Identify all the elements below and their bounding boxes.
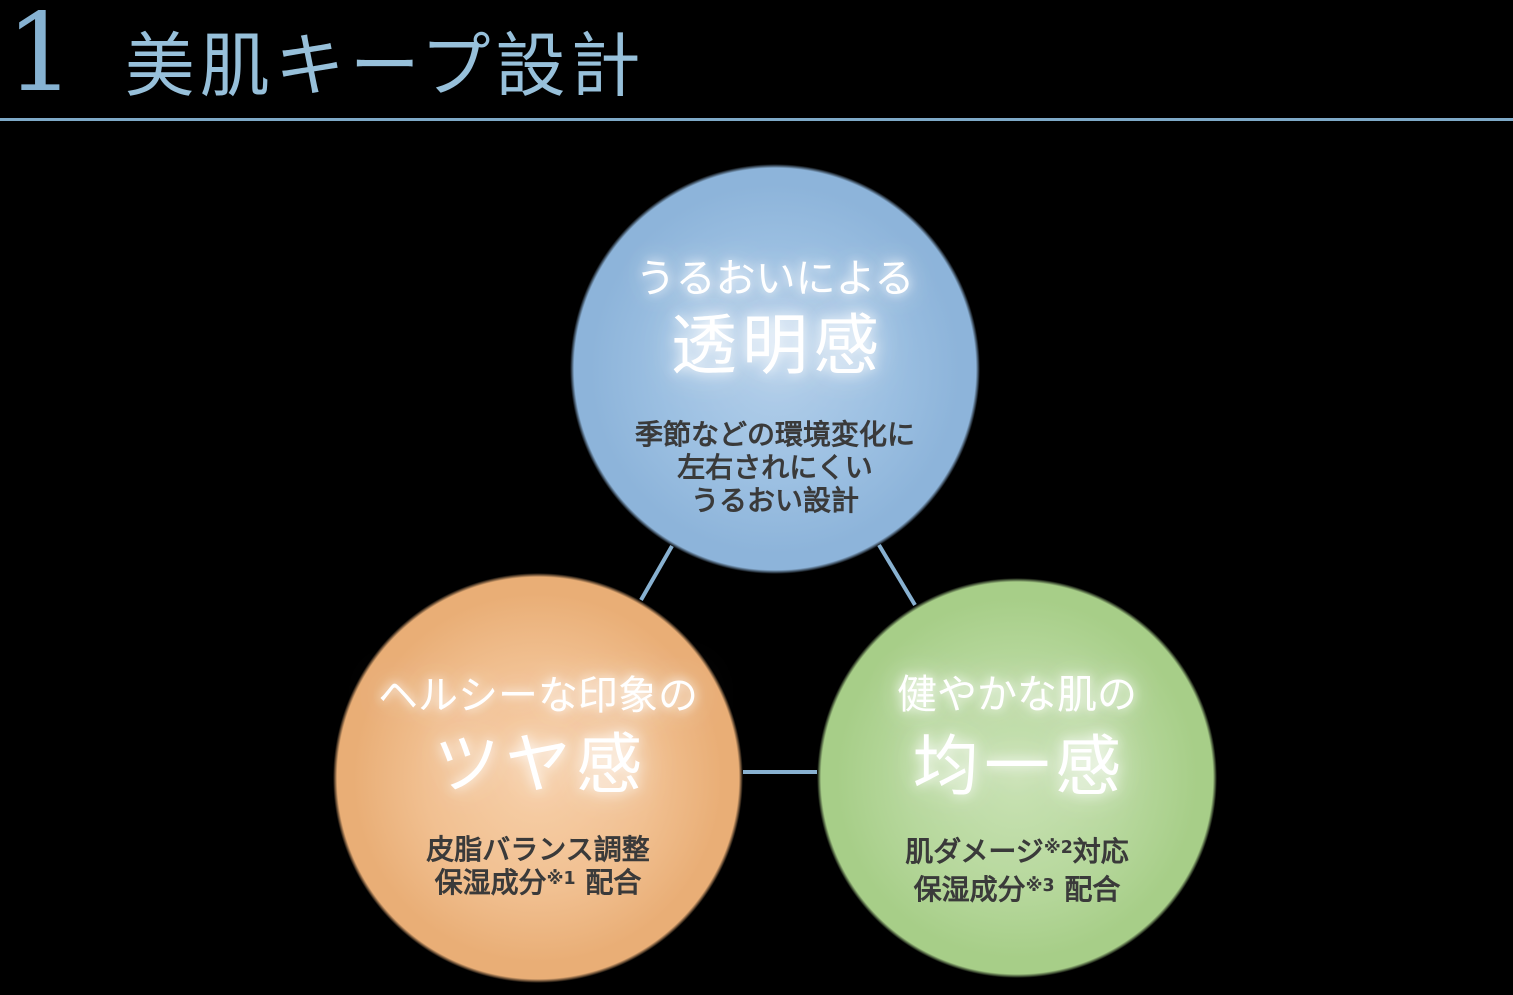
description-line: 左右されにくい	[677, 451, 873, 484]
circle-moisture-main-label: 透明感	[670, 307, 885, 384]
circle-glow-main-label: ツヤ感	[433, 726, 648, 803]
connector-blue-green	[877, 543, 917, 607]
circle-even-main-label: 均一感	[912, 728, 1127, 805]
description-line: 保湿成分※1 配合	[434, 866, 642, 899]
circle-moisture-description: 季節などの環境変化に左右されにくいうるおい設計	[570, 418, 980, 517]
description-line: 保湿成分※3 配合	[913, 873, 1121, 906]
circle-even-skin: 健やかな肌の 均一感 肌ダメージ※2対応保湿成分※3 配合	[817, 578, 1217, 978]
section-title: 美肌キープ設計	[124, 25, 646, 107]
circle-even-description: 肌ダメージ※2対応保湿成分※3 配合	[817, 835, 1217, 911]
description-line: 季節などの環境変化に	[634, 418, 915, 451]
circle-glow-top-label: ヘルシーな印象の	[378, 673, 698, 719]
description-line: うるおい設計	[690, 484, 859, 517]
connector-blue-orange	[639, 545, 674, 601]
circle-moisture-clarity: うるおいによる 透明感 季節などの環境変化に左右されにくいうるおい設計	[570, 164, 980, 574]
circle-healthy-glow: ヘルシーな印象の ツヤ感 皮脂バランス調整保湿成分※1 配合	[333, 573, 743, 983]
section-number: 1	[6, 0, 75, 116]
description-line: 皮脂バランス調整	[426, 833, 650, 866]
description-line: 肌ダメージ※2対応	[905, 835, 1129, 868]
circle-glow-description: 皮脂バランス調整保湿成分※1 配合	[333, 833, 743, 904]
section-header: 1 美肌キープ設計	[6, 0, 646, 108]
header-divider	[0, 118, 1513, 121]
circle-even-top-label: 健やかな肌の	[897, 672, 1137, 718]
circle-moisture-top-label: うるおいによる	[635, 256, 915, 302]
